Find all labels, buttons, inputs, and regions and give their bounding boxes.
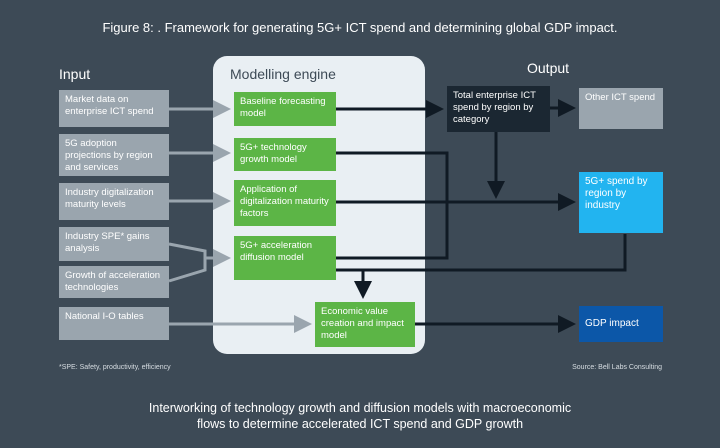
arrow-growth-merge [168, 258, 207, 283]
input-spe-gains: Industry SPE* gains analysis [59, 227, 169, 261]
output-5g-spend: 5G+ spend by region by industry [579, 172, 663, 233]
input-acceleration-growth: Growth of acceleration technologies [59, 266, 169, 298]
input-arrows [168, 100, 312, 333]
output-gdp-impact: GDP impact [579, 306, 663, 342]
figure-caption: Interworking of technology growth and di… [0, 400, 720, 432]
figure-title: Figure 8: . Framework for generating 5G+… [102, 20, 618, 35]
modelling-engine-label: Modelling engine [230, 66, 336, 82]
input-5g-adoption: 5G adoption projections by region and se… [59, 134, 169, 176]
engine-digitalization-application: Application of digitalization maturity f… [234, 180, 336, 226]
engine-baseline-forecasting: Baseline forecasting model [234, 92, 336, 126]
link-diffusion-to-5g-spend [336, 234, 627, 272]
engine-economic-value: Economic value creation and impact model [315, 302, 415, 347]
engine-arrows [336, 99, 627, 333]
output-other-ict-spend: Other ICT spend [579, 88, 663, 129]
input-market-data: Market data on enterprise ICT spend [59, 90, 169, 127]
link-growth-diffusion [336, 151, 449, 260]
footnote-spe: *SPE: Safety, productivity, efficiency [59, 364, 171, 371]
output-section-label: Output [527, 60, 570, 76]
output-total-ict-spend: Total enterprise ICT spend by region by … [447, 86, 550, 132]
caption-line-1: Interworking of technology growth and di… [148, 401, 572, 415]
input-digitalization-maturity: Industry digitalization maturity levels [59, 183, 169, 220]
input-io-tables: National I-O tables [59, 307, 169, 340]
engine-acceleration-diffusion: 5G+ acceleration diffusion model [234, 236, 336, 280]
engine-technology-growth: 5G+ technology growth model [234, 138, 336, 171]
arrow-spe-merge [168, 242, 207, 258]
input-section-label: Input [59, 66, 91, 82]
caption-line-2: flows to determine accelerated ICT spend… [196, 417, 524, 431]
source-note: Source: Bell Labs Consulting [572, 364, 662, 371]
